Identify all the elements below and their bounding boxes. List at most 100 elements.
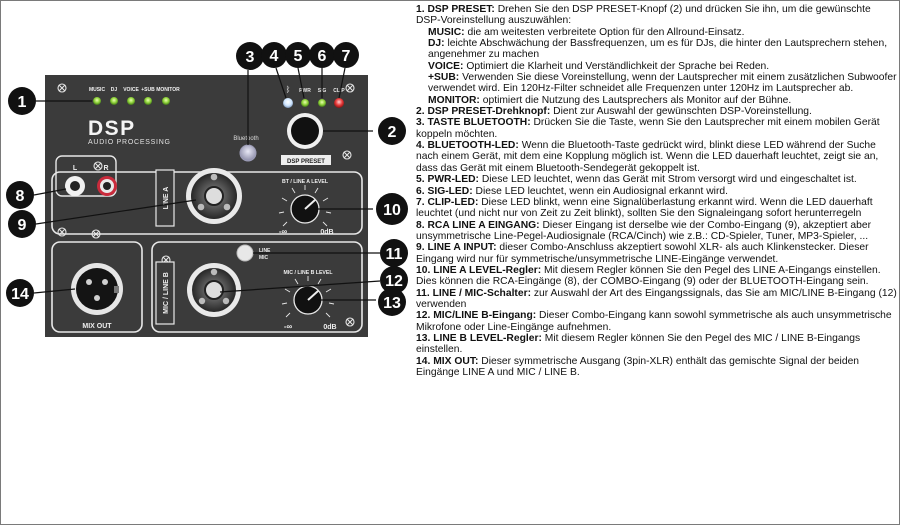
line-a-label-box xyxy=(155,169,175,227)
mix-out-section xyxy=(51,241,143,333)
callout-8: 8 xyxy=(6,181,34,209)
svg-text:2: 2 xyxy=(388,124,397,141)
svg-text:7: 7 xyxy=(342,48,351,65)
mix-out-latch xyxy=(114,286,119,293)
led-sub xyxy=(144,97,152,105)
callout-3: 3 xyxy=(236,42,264,70)
line-b-label: MIC / LINE B xyxy=(163,272,170,314)
legend-list: 1. DSP PRESET: Drehen Sie den DSP PRESET… xyxy=(416,4,898,378)
legend-item-12: 12. MIC/LINE B-Eingang: Dieser Combo-Ein… xyxy=(416,310,892,333)
legend-item-9: 9. LINE A INPUT: dieser Combo-Anschluss … xyxy=(416,242,869,265)
legend-item-7: 7. CLIP-LED: Diese LED blinkt, wenn eine… xyxy=(416,196,873,220)
legend-head: DSP PRESET: xyxy=(427,4,495,15)
line-a-combo-center xyxy=(204,186,224,206)
svg-text:3: 3 xyxy=(246,49,255,66)
line-a-level-ticks xyxy=(278,185,332,227)
line-b-label-box xyxy=(155,261,175,325)
dsp-preset-knob[interactable] xyxy=(291,117,319,145)
amplifier-panel-diagram: MUSIC DJ VOICE +SUB MONITOR DSP AUDIO PR… xyxy=(6,42,408,337)
svg-text:14: 14 xyxy=(11,286,29,303)
bluetooth-button[interactable] xyxy=(239,144,257,162)
clip-label: CLIP xyxy=(333,88,345,94)
callout-2: 2 xyxy=(378,117,406,145)
svg-text:11: 11 xyxy=(386,246,403,263)
led-label-music: MUSIC xyxy=(89,87,106,93)
svg-text:12: 12 xyxy=(385,273,403,290)
callout-6: 6 xyxy=(309,42,335,68)
bluetooth-button-label: Bluetooth xyxy=(233,136,258,142)
callout-4: 4 xyxy=(261,42,287,68)
rca-box xyxy=(55,155,117,197)
svg-text:4: 4 xyxy=(270,48,279,65)
line-b-pin-2 xyxy=(198,297,206,305)
callout-leader-lines xyxy=(33,67,381,301)
dsp-preset-label: DSP PRESET xyxy=(287,159,325,165)
legend-sub-monitor: MONITOR: optimiert die Nutzung des Lauts… xyxy=(428,94,792,106)
line-b-level-min: -∞ xyxy=(284,322,293,331)
legend-text: Drehen Sie den DSP PRESET-Knopf (2) und … xyxy=(416,4,871,27)
legend-item-8: 8. RCA LINE A EINGANG: Dieser Eingang is… xyxy=(416,219,871,242)
legend-item-5: 5. PWR-LED: Diese LED leuchtet, wenn das… xyxy=(416,174,857,186)
mix-out-connector[interactable] xyxy=(76,268,118,310)
svg-text:6: 6 xyxy=(318,48,327,65)
switch-line-label: LINE xyxy=(259,248,271,254)
legend-num: 1. xyxy=(416,4,425,15)
led-label-sub: +SUB xyxy=(141,87,155,93)
line-b-combo-center xyxy=(204,280,224,300)
mix-out-pin-2 xyxy=(102,279,108,285)
bt-led-label: ᛒ xyxy=(286,85,291,94)
rca-l-label: L xyxy=(73,165,78,172)
mix-out-pin-1 xyxy=(86,279,92,285)
callout-5: 5 xyxy=(285,42,311,68)
pwr-label: PWR xyxy=(299,88,311,94)
legend-sub-voice: VOICE: Optimiert die Klarheit und Verstä… xyxy=(428,60,770,72)
legend-item-4: 4. BLUETOOTH-LED: Wenn die Bluetooth-Tas… xyxy=(416,140,879,174)
dsp-preset-label-box xyxy=(281,155,331,165)
svg-text:10: 10 xyxy=(383,202,401,219)
legend-item-13: 13. LINE B LEVEL-Regler: Mit diesem Regl… xyxy=(416,332,861,356)
line-a-level-min: -∞ xyxy=(279,227,288,236)
line-b-level-label: MIC / LINE B LEVEL xyxy=(284,270,334,276)
rca-r-label: R xyxy=(103,165,108,172)
led-monitor xyxy=(162,97,170,105)
line-a-pin-3 xyxy=(223,203,231,211)
svg-text:1: 1 xyxy=(18,94,27,111)
callout-10: 10 xyxy=(376,193,408,225)
led-voice xyxy=(127,97,135,105)
legend-item-3: 3. TASTE BLUETOOTH: Drücken Sie die Tast… xyxy=(416,117,880,140)
svg-text:8: 8 xyxy=(16,188,25,205)
line-b-pin-1 xyxy=(210,268,218,276)
sig-led xyxy=(318,99,326,107)
dsp-logo: DSP xyxy=(88,117,136,140)
callout-13: 13 xyxy=(378,288,406,316)
mix-out-label: MIX OUT xyxy=(82,323,112,330)
line-b-pin-3 xyxy=(222,297,230,305)
legend-item-10: 10. LINE A LEVEL-Regler: Mit diesem Regl… xyxy=(416,264,881,288)
line-b-level-max: 0dB xyxy=(323,324,336,331)
legend-item-2: 2. DSP PRESET-Drehknopf: Dient zur Auswa… xyxy=(416,106,812,118)
pwr-led xyxy=(301,99,309,107)
led-label-dj: DJ xyxy=(111,87,118,93)
mix-out-pin-3 xyxy=(94,295,100,301)
line-b-level-ticks xyxy=(281,276,335,318)
callout-14: 14 xyxy=(6,279,34,307)
legend-item-14: 14. MIX OUT: Dieser symmetrische Ausgang… xyxy=(416,355,860,378)
line-a-label: LINE A xyxy=(163,187,170,210)
logo-subtitle: AUDIO PROCESSING xyxy=(88,139,170,146)
svg-text:5: 5 xyxy=(294,48,303,65)
callout-9: 9 xyxy=(8,210,36,238)
legend-item-11: 11. LINE / MIC-Schalter: zur Auswahl der… xyxy=(416,287,897,310)
line-a-knob-pointer xyxy=(304,199,316,210)
callout-12: 12 xyxy=(380,266,408,294)
led-music xyxy=(93,97,101,105)
switch-mic-label: MIC xyxy=(259,255,269,261)
legend-item-1: 1. DSP PRESET: Drehen Sie den DSP PRESET… xyxy=(416,4,898,106)
svg-text:9: 9 xyxy=(18,217,27,234)
svg-text:13: 13 xyxy=(383,295,401,312)
line-a-level-max: 0dB xyxy=(320,229,333,236)
line-mic-switch[interactable] xyxy=(236,244,254,262)
clip-led xyxy=(334,98,344,108)
rca-r-hole xyxy=(103,182,111,190)
line-b-section xyxy=(151,241,363,333)
callout-1: 1 xyxy=(8,87,36,115)
